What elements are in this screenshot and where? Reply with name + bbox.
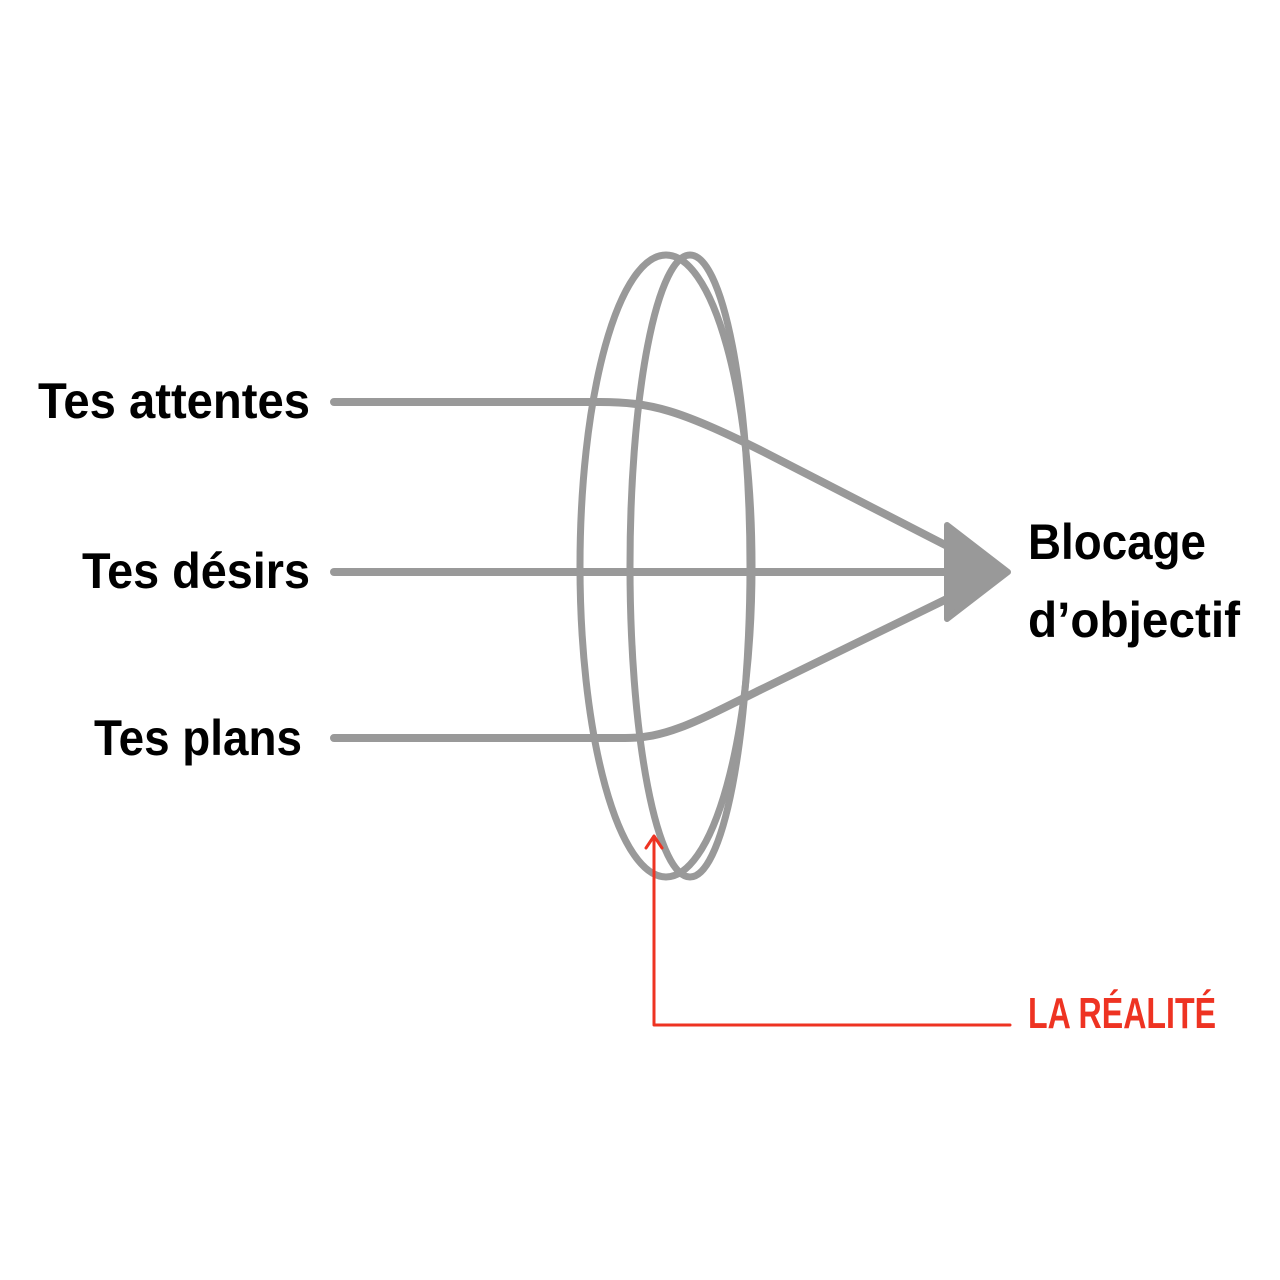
reality-label: LA RÉALITÉ [1028,988,1216,1038]
lens [576,251,756,881]
arrowhead-icon [944,522,1011,622]
output-label-line2: d’objectif [1028,592,1240,648]
output-label-line1: Blocage [1028,514,1206,570]
label-desirs: Tes désirs [82,543,310,599]
reality-pointer-arrowhead-icon [644,834,664,850]
arrow-lines [330,398,959,742]
lens-front-rim [576,251,756,881]
label-plans: Tes plans [94,710,302,766]
lens-back-rim [626,251,754,881]
reality-pointer [644,834,1012,1027]
line-attentes [330,398,959,554]
line-plans [330,591,959,742]
label-attentes: Tes attentes [38,373,310,429]
reality-pointer-line [652,836,1012,1027]
